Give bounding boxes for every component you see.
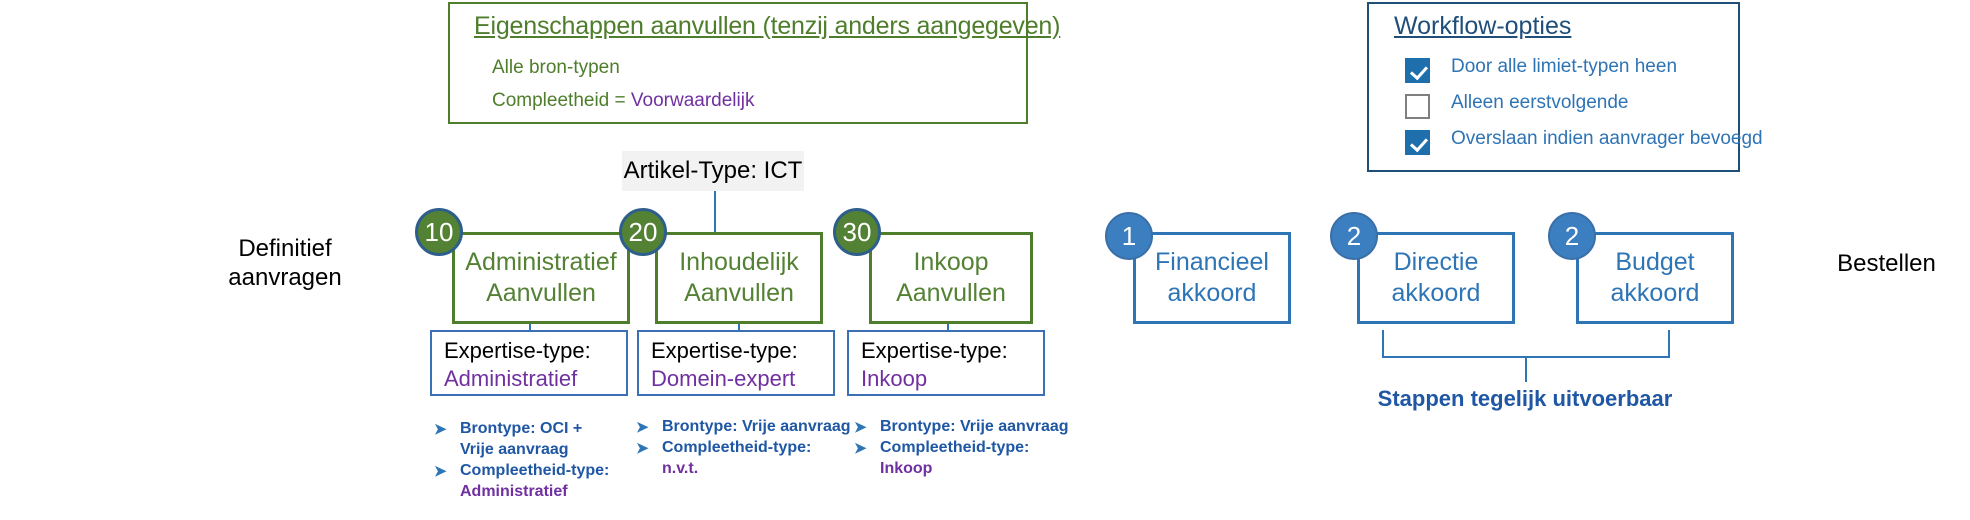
checkbox-overslaan-indien-aanvrager-bevoegd[interactable] [1405, 130, 1430, 155]
expertise-label-2: Expertise-type: [651, 338, 798, 363]
bullet-arrow-icon: ➤ [636, 419, 649, 436]
approval-2-line1: Directie [1393, 247, 1479, 276]
workflow-options-box: Workflow-opties Door alle limiet-typen h… [1367, 2, 1763, 172]
expertise-value-2: Domein-expert [651, 366, 796, 391]
approval-badge-3: 2 [1548, 212, 1596, 260]
approval-label-1: Financieel akkoord [1155, 247, 1269, 310]
workflow-option-label-2: Alleen eerstvolgende [1451, 92, 1629, 113]
expertise-label-1: Expertise-type: [444, 338, 591, 363]
artikel-type-label: Artikel-Type: ICT [623, 157, 803, 184]
legend-line-bron-typen: Alle bron-typen [492, 57, 620, 78]
artikel-type-box: Artikel-Type: ICT [622, 151, 804, 191]
green-step-3-line2: Aanvullen [896, 279, 1006, 307]
node-budget-akkoord[interactable]: Budget akkoord [1576, 232, 1734, 324]
approval-label-3: Budget akkoord [1611, 247, 1700, 310]
bullet-value: Administratief [460, 483, 568, 501]
approval-badge-2: 2 [1330, 212, 1378, 260]
green-step-1-line1: Administratief [465, 247, 617, 276]
node-directie-akkoord[interactable]: Directie akkoord [1357, 232, 1515, 324]
expertise-box-3: Expertise-type: Inkoop [847, 330, 1045, 396]
bullet-text: Compleetheid-type: [662, 439, 812, 457]
approval-label-2: Directie akkoord [1392, 247, 1481, 310]
bullet-line: ➤ Brontype: Vrije aanvraag [632, 416, 851, 437]
green-step-1-line2: Aanvullen [486, 279, 596, 307]
bullet-line: Inkoop [850, 458, 1065, 479]
bullet-arrow-icon: ➤ [434, 421, 447, 438]
legend-title: Eigenschappen aanvullen (tenzij anders a… [474, 12, 1061, 40]
legend-compleetheid-value: Voorwaardelijk [630, 90, 755, 111]
approval-3-line2: akkoord [1610, 279, 1700, 307]
expertise-box-1: Expertise-type: Administratief [430, 330, 628, 396]
green-step-2-line2: Aanvullen [684, 279, 794, 307]
approval-badge-1: 1 [1105, 212, 1153, 260]
connector-artikel-to-step20 [714, 191, 716, 233]
connector-step20-to-expertise2 [738, 324, 740, 332]
legend-line-compleetheid: Compleetheid = Voorwaardelijk [492, 90, 754, 112]
bracket-label: Stappen tegelijk uitvoerbaar [1377, 386, 1673, 411]
bullet-value: Inkoop [880, 460, 933, 478]
bullet-arrow-icon: ➤ [434, 463, 447, 481]
bracket-left-arm [1382, 330, 1384, 357]
workflow-options-title: Workflow-opties [1394, 12, 1572, 40]
approval-3-line1: Budget [1615, 247, 1695, 276]
bullet-text: Brontype: Vrije aanvraag [880, 418, 1069, 435]
bullet-line: ➤ Compleetheid-type: [850, 437, 1065, 458]
connector-step30-to-expertise3 [947, 324, 949, 332]
checkbox-alleen-eerstvolgende[interactable] [1405, 94, 1430, 119]
expertise-value-1: Administratief [444, 366, 578, 391]
checkbox-door-alle-limiet-typen-heen[interactable] [1405, 58, 1430, 83]
green-step-2-line1: Inhoudelijk [679, 247, 799, 276]
approval-2-line2: akkoord [1391, 279, 1481, 307]
bullet-arrow-icon: ➤ [636, 440, 649, 458]
bullet-arrow-icon: ➤ [854, 440, 867, 458]
expertise-value-3: Inkoop [861, 366, 928, 391]
node-bestellen: Bestellen [1805, 230, 1968, 298]
bullet-group-2: ➤ Brontype: Vrije aanvraag ➤ Compleetheid-… [632, 416, 851, 479]
step-badge-20: 20 [619, 208, 667, 256]
bullet-group-3: ➤ Brontype: Vrije aanvraag ➤ Compleetheid-… [850, 416, 1069, 479]
bullet-arrow-icon: ➤ [854, 419, 867, 436]
bestellen-label: Bestellen [1837, 249, 1936, 277]
bracket-drop [1525, 356, 1527, 382]
bracket-right-arm [1668, 330, 1670, 357]
legend-compleetheid-label: Compleetheid = [492, 90, 631, 111]
approval-1-line1: Financieel [1155, 247, 1269, 276]
expertise-label-3: Expertise-type: [861, 338, 1008, 363]
bullet-line: ➤ Brontype: OCI + [430, 418, 635, 439]
legend-box: Eigenschappen aanvullen (tenzij anders a… [448, 2, 1060, 124]
step-badge-30: 30 [833, 208, 881, 256]
workflow-option-label-3: Overslaan indien aanvrager bevoegd [1451, 128, 1763, 149]
step-badge-10: 10 [415, 208, 463, 256]
approval-1-line2: akkoord [1167, 279, 1257, 307]
bullet-line: Administratief [430, 481, 635, 502]
connector-step10-to-expertise1 [529, 324, 531, 332]
definitief-line2: aanvragen [228, 264, 342, 291]
bullet-text: Brontype: Vrije aanvraag [662, 418, 851, 435]
bullet-text: Compleetheid-type: [880, 439, 1030, 457]
bullet-line: n.v.t. [632, 458, 847, 479]
green-step-3-line1: Inkoop [913, 247, 989, 276]
bullet-text: Vrije aanvraag [460, 441, 569, 459]
bullet-text: Brontype: OCI + [460, 420, 583, 437]
node-financieel-akkoord[interactable]: Financieel akkoord [1133, 232, 1291, 324]
definitief-line1: Definitief [238, 235, 332, 263]
expertise-box-2: Expertise-type: Domein-expert [637, 330, 835, 396]
bullet-group-1: ➤ Brontype: OCI + Vrije aanvraag ➤ Complee… [430, 418, 635, 502]
workflow-option-label-1: Door alle limiet-typen heen [1451, 56, 1678, 77]
bullet-line: ➤ Compleetheid-type: [430, 460, 635, 481]
bullet-line: ➤ Compleetheid-type: [632, 437, 847, 458]
bullet-line: ➤ Brontype: Vrije aanvraag [850, 416, 1069, 437]
bullet-value: n.v.t. [662, 460, 699, 478]
bullet-line: Vrije aanvraag [430, 439, 635, 460]
bullet-text: Compleetheid-type: [460, 462, 610, 480]
